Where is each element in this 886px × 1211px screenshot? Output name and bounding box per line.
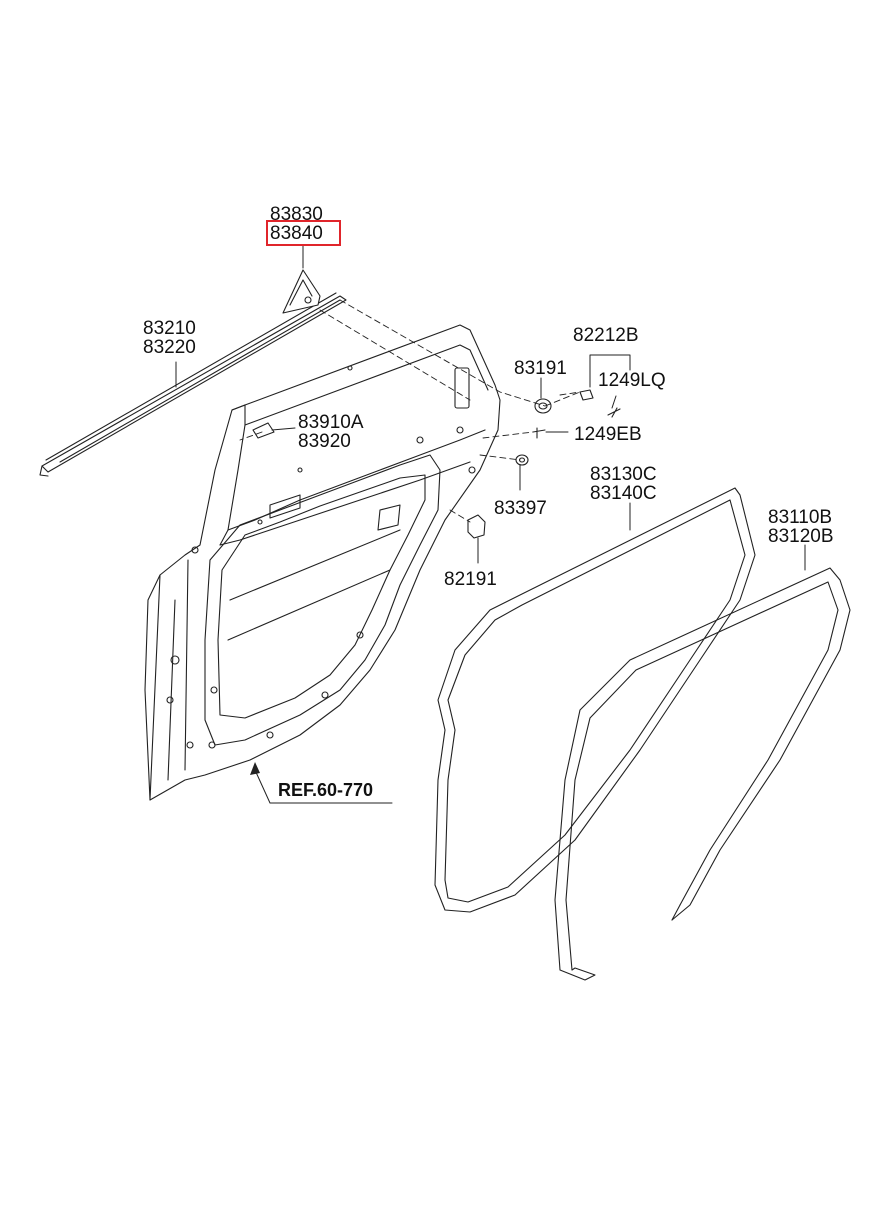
part-number-83130c: 83130C [590, 464, 657, 485]
part-number-83830: 83830 [270, 204, 323, 225]
reference-label[interactable]: REF.60-770 [278, 780, 374, 800]
ref-arrow-head [250, 762, 260, 775]
part-number-83110b: 83110B [768, 507, 833, 528]
highlight-box [266, 220, 341, 246]
leader-lines [175, 244, 806, 804]
part-number-83910a: 83910A [298, 412, 364, 433]
door-seal-inner-drawing [434, 487, 756, 913]
reference-dashed-lines [239, 299, 581, 523]
small-parts-drawing [467, 389, 621, 539]
label-screw-b[interactable]: 1249EB [574, 424, 642, 445]
hinge-cover-drawing [252, 422, 275, 439]
triangle-trim-drawing [282, 269, 321, 314]
door-panel-drawing [144, 324, 501, 801]
part-number-83140c: 83140C [590, 483, 657, 504]
label-bumper[interactable]: 82191 [444, 569, 497, 590]
part-number-83220: 83220 [143, 337, 196, 358]
label-hinge-cover[interactable]: 83910A 83920 [298, 413, 364, 451]
part-number-83920: 83920 [298, 431, 351, 452]
part-number-83210: 83210 [143, 318, 196, 339]
label-door-seal-outer[interactable]: 83110B 83120B [768, 508, 834, 546]
label-door-seal-inner[interactable]: 83130C 83140C [590, 465, 657, 503]
label-belt-moulding[interactable]: 83210 83220 [143, 319, 196, 357]
label-screw-a[interactable]: 1249LQ [598, 370, 666, 391]
label-check-bracket[interactable]: 82212B [573, 325, 639, 346]
part-number-83840: 83840 [270, 223, 323, 244]
belt-moulding-drawing [39, 292, 347, 477]
label-grommet[interactable]: 83397 [494, 498, 547, 519]
part-number-83120b: 83120B [768, 526, 834, 547]
door-seal-outer-drawing [554, 567, 851, 981]
label-plug[interactable]: 83191 [514, 358, 567, 379]
label-triangle-trim[interactable]: 83830 83840 [270, 205, 323, 243]
